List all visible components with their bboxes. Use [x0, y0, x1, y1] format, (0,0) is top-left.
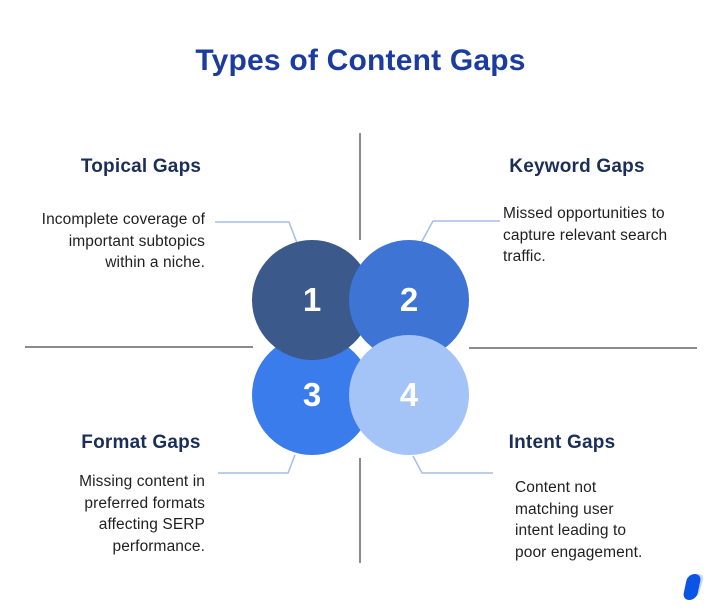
- description-line: within a niche.: [105, 254, 205, 271]
- description-line: intent leading to: [515, 522, 627, 539]
- description-line: Missed opportunities to: [503, 205, 665, 222]
- guide-line-left-horizontal: [25, 346, 253, 348]
- circle-2-number: 2: [399, 281, 419, 318]
- heading-topical-gaps: Topical Gaps: [80, 156, 202, 177]
- description-line: performance.: [112, 537, 205, 555]
- description-line: traffic.: [503, 248, 546, 265]
- brand-logo-front-stroke: [683, 574, 701, 600]
- guide-line-top-vertical: [359, 133, 361, 240]
- connector-line-topical: [215, 221, 298, 244]
- connector-line-intent: [412, 455, 493, 474]
- connector-line-keyword: [420, 220, 500, 244]
- guide-line-bottom-vertical: [359, 458, 361, 563]
- page-title: Types of Content Gaps: [195, 44, 526, 77]
- description-topical-gaps: Incomplete coverage of important subtopi…: [20, 209, 205, 274]
- description-line: Missing content in: [79, 473, 205, 490]
- description-line: affecting SERP: [98, 516, 205, 533]
- circle-1-number: 1: [302, 281, 322, 318]
- guide-line-right-horizontal: [469, 347, 697, 349]
- description-line: capture relevant search: [503, 226, 668, 244]
- heading-keyword-gaps: Keyword Gaps: [509, 156, 645, 177]
- brand-logo-icon: [683, 574, 704, 600]
- description-intent-gaps: Content not matching user intent leading…: [515, 477, 705, 563]
- description-line: important subtopics: [68, 232, 205, 250]
- description-line: matching user: [515, 500, 614, 518]
- description-line: preferred formats: [84, 494, 205, 512]
- heading-intent-gaps: Intent Gaps: [508, 432, 616, 453]
- heading-format-gaps: Format Gaps: [81, 432, 201, 453]
- circle-3-number: 3: [302, 376, 322, 413]
- description-line: Incomplete coverage of: [41, 211, 205, 228]
- circle-4-number: 4: [399, 376, 419, 413]
- circle-4-intent: 4: [349, 335, 469, 455]
- description-keyword-gaps: Missed opportunities to capture relevant…: [503, 203, 703, 268]
- description-line: poor engagement.: [515, 543, 643, 561]
- circle-2-keyword: 2: [349, 240, 469, 360]
- description-line: Content not: [515, 479, 597, 496]
- description-format-gaps: Missing content in preferred formats aff…: [20, 471, 205, 557]
- connector-line-format: [218, 454, 296, 474]
